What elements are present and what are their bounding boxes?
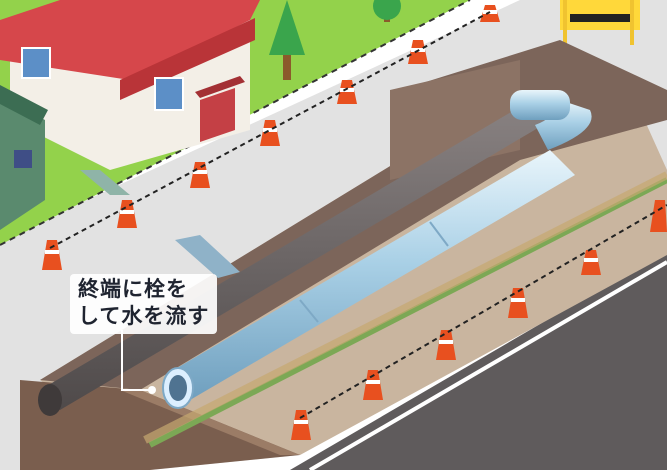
cone-barrier xyxy=(299,204,667,419)
fitting xyxy=(80,170,130,195)
callout-label: 終端に栓を して水を流す xyxy=(70,274,218,334)
callout-line-2: して水を流す xyxy=(78,304,210,328)
barricade-icon xyxy=(560,0,640,45)
fitting xyxy=(175,235,240,278)
house-icon xyxy=(0,85,48,230)
traffic-cone-icon xyxy=(42,5,667,440)
trench-front-wall xyxy=(20,380,300,470)
cone-barrier xyxy=(49,11,491,249)
tree-icon xyxy=(269,0,401,80)
lane-line xyxy=(308,260,667,470)
callout-dot xyxy=(148,386,156,394)
callout-line-1: 終端に栓を xyxy=(78,277,188,301)
house-icon xyxy=(0,0,260,170)
pipe-icon xyxy=(162,90,592,409)
callout-leader xyxy=(121,330,150,391)
